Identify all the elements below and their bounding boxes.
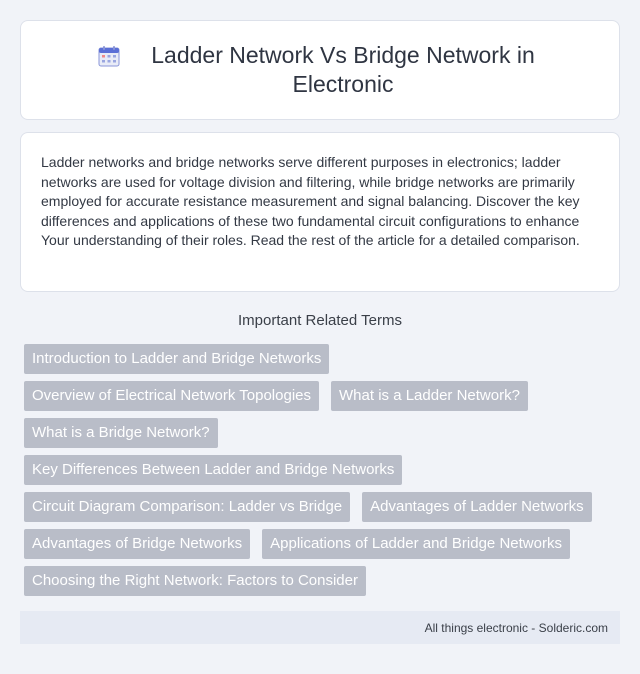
calendar-icon <box>98 46 120 67</box>
related-terms-heading: Important Related Terms <box>238 312 402 329</box>
related-term-tag[interactable]: Circuit Diagram Comparison: Ladder vs Br… <box>24 492 351 522</box>
related-term-tag[interactable]: Advantages of Bridge Networks <box>24 529 251 559</box>
summary-text: Ladder networks and bridge networks serv… <box>41 154 580 248</box>
related-term-tag[interactable]: Key Differences Between Ladder and Bridg… <box>24 455 403 485</box>
related-term-tag[interactable]: What is a Ladder Network? <box>331 381 528 411</box>
term-row: Introduction to Ladder and Bridge Networ… <box>20 344 624 374</box>
related-term-tag[interactable]: Introduction to Ladder and Bridge Networ… <box>24 344 330 374</box>
term-row: Overview of Electrical Network Topologie… <box>20 381 624 411</box>
related-terms-list: Introduction to Ladder and Bridge Networ… <box>20 344 624 603</box>
related-term-tag[interactable]: Applications of Ladder and Bridge Networ… <box>262 529 570 559</box>
footer: All things electronic - Solderic.com <box>20 611 620 644</box>
related-term-tag[interactable]: Advantages of Ladder Networks <box>362 492 592 522</box>
footer-text: All things electronic - Solderic.com <box>424 620 608 635</box>
term-row: Circuit Diagram Comparison: Ladder vs Br… <box>20 492 624 522</box>
related-term-tag[interactable]: Overview of Electrical Network Topologie… <box>24 381 320 411</box>
title-wrap: Ladder Network Vs Bridge Network in Elec… <box>97 41 543 99</box>
term-row: Key Differences Between Ladder and Bridg… <box>20 455 624 485</box>
title-card: Ladder Network Vs Bridge Network in Elec… <box>20 20 620 120</box>
related-term-tag[interactable]: What is a Bridge Network? <box>24 418 218 448</box>
summary-card: Ladder networks and bridge networks serv… <box>20 132 620 292</box>
term-row: What is a Bridge Network? <box>20 418 624 448</box>
page-title: Ladder Network Vs Bridge Network in Elec… <box>151 42 535 97</box>
related-term-tag[interactable]: Choosing the Right Network: Factors to C… <box>24 566 366 596</box>
term-row: Choosing the Right Network: Factors to C… <box>20 566 624 596</box>
term-row: Advantages of Bridge Networks Applicatio… <box>20 529 624 559</box>
